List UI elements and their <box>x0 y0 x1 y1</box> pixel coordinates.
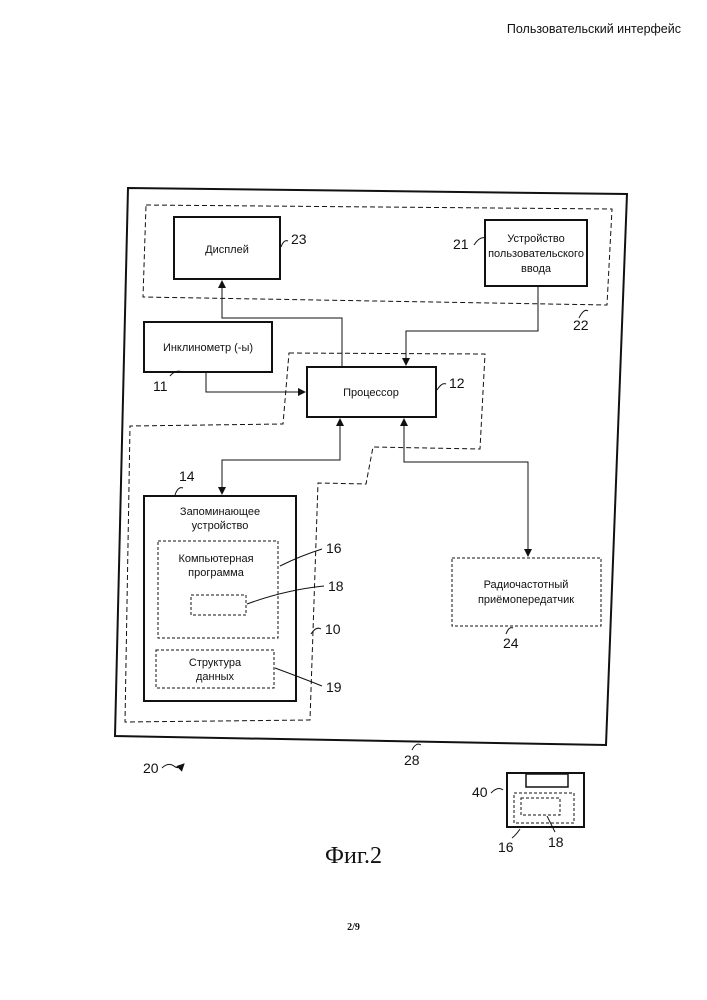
leader-23 <box>281 241 288 247</box>
leader-12 <box>437 384 446 390</box>
ref-22: 22 <box>573 317 589 333</box>
figure-caption: Фиг.2 <box>0 843 707 870</box>
leader-24 <box>506 628 513 634</box>
ref-18: 18 <box>328 578 344 594</box>
ref-19: 19 <box>326 679 342 695</box>
page-number: 2/9 <box>0 922 707 933</box>
program-label-2: программа <box>188 567 245 579</box>
rf-label-1: Радиочастотный <box>484 579 569 591</box>
leader-28 <box>412 744 421 750</box>
ref-28: 28 <box>404 752 420 768</box>
display-label: Дисплей <box>205 244 249 256</box>
processor-label: Процессор <box>343 387 399 399</box>
ref-24: 24 <box>503 635 519 651</box>
rf-label-2: приёмопередатчик <box>478 594 574 606</box>
arrow-input-to-processor <box>406 286 538 365</box>
arrow-processor-memory <box>222 419 340 494</box>
leader-14 <box>175 488 183 495</box>
leader-40 <box>491 789 503 793</box>
data-structure-label-1: Структура <box>189 657 242 669</box>
ref-21: 21 <box>453 236 469 252</box>
user-input-label-1: Устройство <box>507 233 565 245</box>
leader-20 <box>162 764 184 768</box>
arrow-processor-rf <box>404 419 528 556</box>
user-input-label-3: ввода <box>521 263 552 275</box>
ref-12: 12 <box>449 375 465 391</box>
ref-40: 40 <box>472 784 488 800</box>
ref-23: 23 <box>291 231 307 247</box>
storage-medium <box>507 773 584 838</box>
arrow-inclinometer-to-processor <box>206 372 305 392</box>
inclinometer-label: Инклинометр (-ы) <box>163 342 253 354</box>
ref-16: 16 <box>326 540 342 556</box>
leader-21 <box>474 238 485 245</box>
ref-10: 10 <box>325 621 341 637</box>
user-input-label-2: пользовательского <box>488 248 584 260</box>
data-structure-label-2: данных <box>196 671 235 683</box>
ref-11: 11 <box>153 378 168 394</box>
rf-block <box>452 558 601 626</box>
memory-label-2: устройство <box>192 520 249 532</box>
ref-20: 20 <box>143 760 159 776</box>
memory-label-1: Запоминающее <box>180 506 260 518</box>
program-label-1: Компьютерная <box>178 553 253 565</box>
ref-14: 14 <box>179 468 195 484</box>
